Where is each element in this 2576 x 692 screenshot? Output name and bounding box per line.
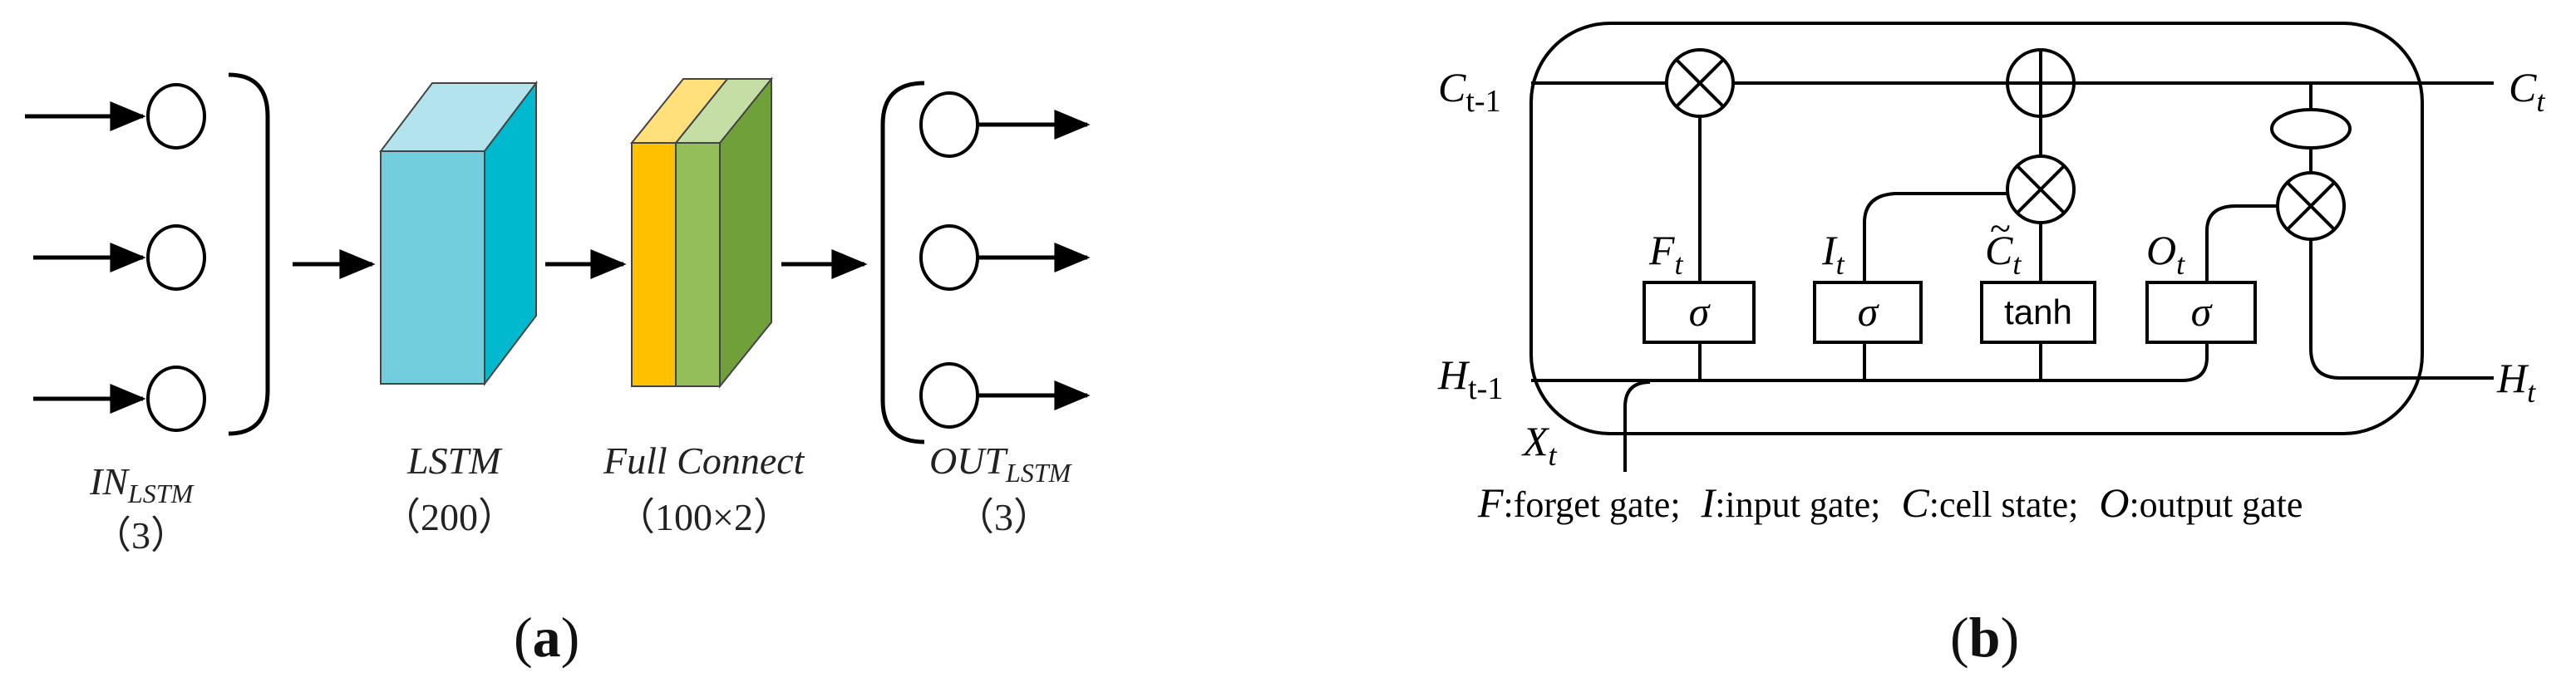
lstm-count: （200） — [382, 496, 516, 538]
input-gate-line — [1863, 192, 2007, 282]
cell-tanh-op — [2270, 108, 2352, 150]
lstm-cell-border — [1529, 22, 2424, 435]
input-node-1 — [146, 83, 206, 150]
input-node-2 — [146, 224, 206, 291]
output-gate-line — [2205, 204, 2278, 282]
x-input-line — [1623, 380, 1651, 472]
f-gate-label: Ft — [1648, 227, 1684, 281]
legend-text-cell: :cell state; — [1929, 484, 2079, 525]
forget-sigma-box — [1643, 281, 1756, 344]
input-node-3 — [146, 366, 206, 432]
tanh-label: tanh — [2004, 292, 2072, 331]
legend-text-input: :input gate; — [1715, 484, 1880, 525]
output-count: （3） — [956, 496, 1052, 538]
hidden-to-output-gate — [2181, 341, 2209, 382]
input-bracket — [228, 72, 270, 436]
caption-b: (b) — [1950, 606, 2019, 669]
output-node-1 — [919, 91, 979, 158]
output-sigma: σ — [2191, 288, 2214, 335]
o-gate-label: Ot — [2146, 227, 2185, 281]
panel-b: σ σ tanh σ Ct-1 Ct Ht-1 Ht Xt Ft It ~ Ct… — [1437, 22, 2545, 669]
i-gate-label: It — [1821, 227, 1845, 281]
output-multiply-icon — [2286, 181, 2336, 231]
x-in-label: Xt — [1521, 418, 1558, 472]
fc-layer-1-front — [631, 142, 677, 387]
forget-sigma: σ — [1689, 288, 1712, 335]
input-sigma-box — [1813, 281, 1923, 344]
lstm-label: LSTM — [406, 439, 503, 482]
legend-key-forget: F — [1477, 479, 1504, 526]
legend-text-output: :output gate — [2129, 484, 2303, 525]
input-sigma: σ — [1858, 288, 1880, 335]
hidden-out-line — [2309, 239, 2494, 380]
c-tilde-mark: ~ — [1990, 207, 2011, 249]
input-count: （3） — [93, 514, 189, 557]
fc-count: （100×2） — [617, 496, 791, 538]
fc-layer-2-front — [675, 142, 721, 387]
caption-a: (a) — [514, 606, 579, 669]
legend-key-output: O — [2099, 479, 2129, 526]
input-multiply-icon — [2016, 164, 2066, 214]
output-node-3 — [919, 362, 979, 429]
output-label: OUTLSTM — [929, 439, 1073, 488]
gate-legend: F:forget gate; I:input gate; C:cell stat… — [1477, 479, 2303, 526]
cell-add-icon — [2007, 50, 2074, 116]
legend-text-forget: :forget gate; — [1504, 484, 1681, 525]
input-label: INLSTM — [89, 460, 195, 508]
c-prev-label: Ct-1 — [1438, 64, 1501, 119]
fc-label: Full Connect — [603, 439, 805, 482]
tanh-box — [1980, 281, 2096, 344]
lstm-block-front — [380, 150, 485, 385]
legend-key-cell: C — [1901, 479, 1929, 526]
h-prev-label: Ht-1 — [1437, 351, 1503, 406]
h-next-label: Ht — [2496, 355, 2536, 409]
lstm-block — [378, 81, 539, 386]
c-next-label: Ct — [2509, 64, 2545, 118]
output-node-2 — [919, 224, 979, 291]
forget-multiply-icon — [1675, 58, 1725, 108]
full-connect-block — [629, 76, 774, 389]
legend-key-input: I — [1701, 479, 1717, 526]
panel-a: INLSTM （3） LSTM （200） Full Connect （100×… — [25, 72, 1091, 669]
c-tilde-label: Ct — [1985, 227, 2022, 281]
output-bracket — [880, 81, 925, 444]
output-sigma-box — [2145, 281, 2257, 344]
